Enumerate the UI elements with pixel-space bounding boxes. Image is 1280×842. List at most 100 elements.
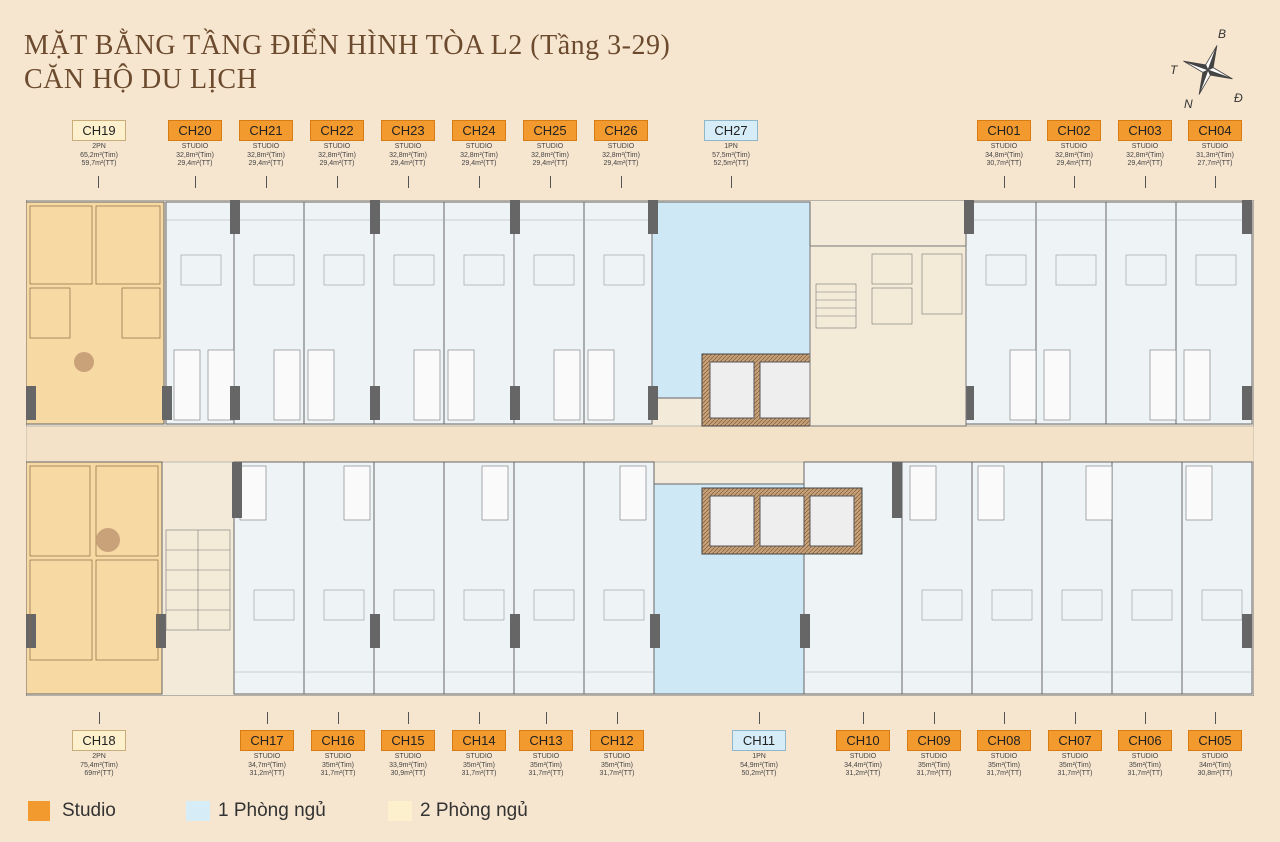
unit-type: STUDIO <box>990 143 1018 150</box>
tick <box>550 176 551 188</box>
tick <box>863 712 864 724</box>
unit-area-tim: 35m²(Tim) <box>321 761 354 769</box>
page-title: MẶT BẰNG TẦNG ĐIỂN HÌNH TÒA L2 (Tầng 3-2… <box>24 30 671 61</box>
unit-area-tt: 29,4m²(TT) <box>319 160 355 167</box>
unit-area-tt: 29,4m²(TT) <box>177 160 213 167</box>
unit-ch18-area[interactable] <box>26 461 163 695</box>
unit-code: CH14 <box>452 730 506 751</box>
unit-code: CH17 <box>240 730 294 751</box>
unit-type: STUDIO <box>1201 753 1229 760</box>
compass-d: Đ <box>1234 91 1243 105</box>
tick <box>1145 712 1146 724</box>
unit-code: CH15 <box>381 730 435 751</box>
legend-label: Studio <box>62 800 116 821</box>
unit-ch06-area[interactable] <box>1111 461 1183 695</box>
unit-type: STUDIO <box>394 753 422 760</box>
tick <box>267 712 268 724</box>
unit-code: CH06 <box>1118 730 1172 751</box>
unit-code: CH04 <box>1188 120 1242 141</box>
tick <box>98 176 99 188</box>
compass-n: N <box>1184 97 1193 111</box>
unit-area-tim: 54,9m²(Tim) <box>740 761 778 769</box>
unit-type: STUDIO <box>324 753 352 760</box>
unit-area-tim: 32,8m²(Tim) <box>1126 151 1164 159</box>
tick <box>1074 176 1075 188</box>
unit-type: STUDIO <box>323 143 351 150</box>
unit-area-tim: 34,8m²(Tim) <box>985 151 1023 159</box>
unit-code: CH07 <box>1048 730 1102 751</box>
unit-type: 1PN <box>724 143 738 150</box>
unit-area-tt: 31,7m²(TT) <box>599 770 635 777</box>
unit-area-tt: 30,8m²(TT) <box>1197 770 1233 777</box>
unit-ch19-area[interactable] <box>26 201 165 425</box>
unit-type: STUDIO <box>1060 143 1088 150</box>
unit-area-tt: 30,9m²(TT) <box>390 770 426 777</box>
unit-type: STUDIO <box>465 143 493 150</box>
tick <box>759 712 760 724</box>
unit-area-tim: 32,8m²(Tim) <box>318 151 356 159</box>
unit-area-tt: 50,2m²(TT) <box>741 770 777 777</box>
unit-type: STUDIO <box>920 753 948 760</box>
unit-area-tt: 29,4m²(TT) <box>603 160 639 167</box>
unit-type: 2PN <box>92 753 106 760</box>
legend-swatch-studio <box>28 801 50 821</box>
unit-area-tim: 34m²(Tim) <box>1198 761 1231 769</box>
unit-type: STUDIO <box>1131 753 1159 760</box>
unit-area-tt: 31,7m²(TT) <box>986 770 1022 777</box>
unit-area-tim: 35m²(Tim) <box>987 761 1020 769</box>
unit-area-tt: 31,7m²(TT) <box>461 770 497 777</box>
unit-code: CH05 <box>1188 730 1242 751</box>
unit-type: STUDIO <box>532 753 560 760</box>
unit-area-tim: 35m²(Tim) <box>1058 761 1091 769</box>
unit-area-tim: 34,4m²(Tim) <box>844 761 882 769</box>
tick <box>1004 712 1005 724</box>
tick <box>195 176 196 188</box>
tick <box>479 176 480 188</box>
unit-code: CH27 <box>704 120 758 141</box>
unit-code: CH01 <box>977 120 1031 141</box>
unit-type: STUDIO <box>603 753 631 760</box>
unit-area-tt: 30,7m²(TT) <box>986 160 1022 167</box>
tick <box>266 176 267 188</box>
unit-area-tt: 29,4m²(TT) <box>532 160 568 167</box>
unit-area-tt: 69m²(TT) <box>84 770 114 777</box>
unit-area-tim: 32,8m²(Tim) <box>531 151 569 159</box>
unit-ch13-area[interactable] <box>513 461 585 695</box>
unit-area-tim: 32,8m²(Tim) <box>247 151 285 159</box>
unit-code: CH11 <box>732 730 786 751</box>
floor-plan-drawing <box>26 200 1254 696</box>
legend-swatch-two-bed <box>388 801 412 821</box>
unit-ch05-area[interactable] <box>1181 461 1253 695</box>
unit-code: CH19 <box>72 120 126 141</box>
unit-code: CH20 <box>168 120 222 141</box>
unit-code: CH16 <box>311 730 365 751</box>
unit-ch15-area[interactable] <box>373 461 445 695</box>
